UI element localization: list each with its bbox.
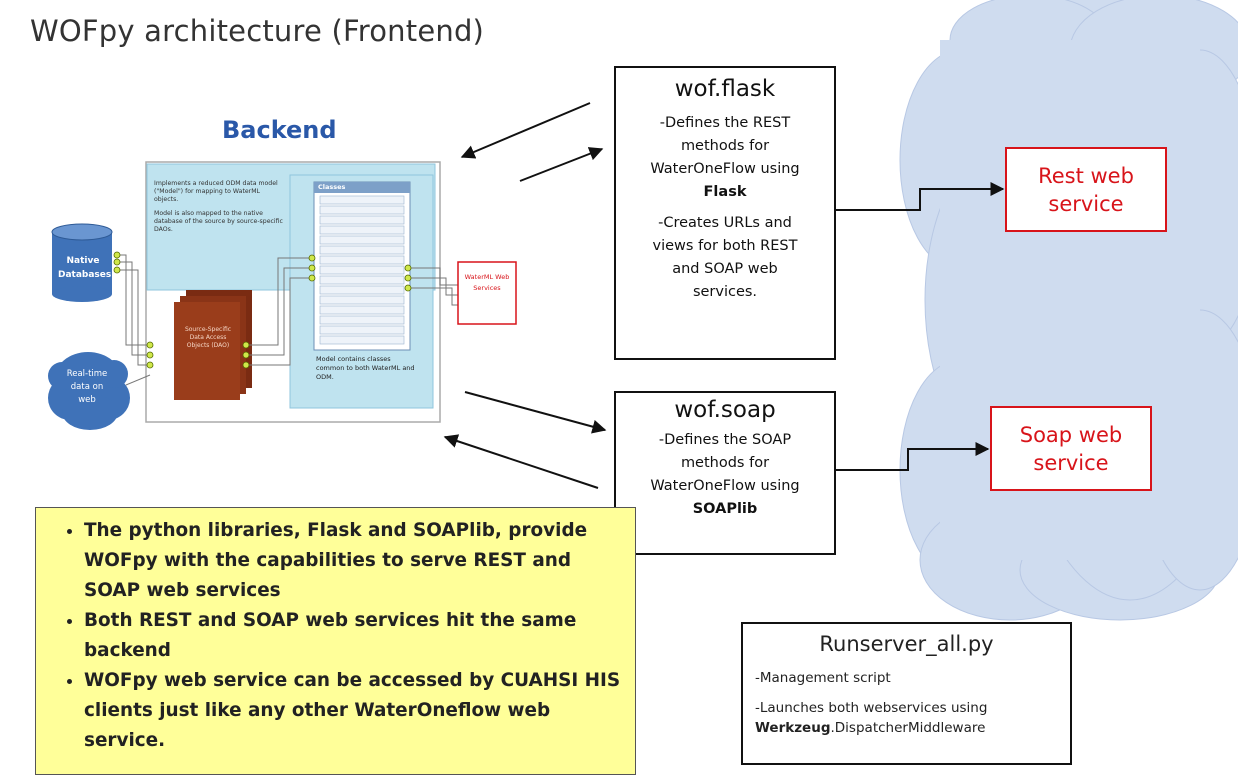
rest-service-line-2: service [1048,191,1124,216]
arrow-soap-to-backend [443,434,599,489]
model-note-2: Model is also mapped to the native datab… [154,210,283,233]
soap-service-line-2: service [1033,450,1109,475]
runserver-box: Runserver_all.py -Management script -Lau… [741,622,1072,765]
dao-label: Source-Specific Data Access Objects (DAO… [184,326,232,349]
notes-box: The python libraries, Flask and SOAPlib,… [35,507,636,775]
note-item: Both REST and SOAP web services hit the … [84,606,625,666]
native-databases-label: Native Databases [58,256,112,280]
model-note-1: Implements a reduced ODM data model ("Mo… [154,180,278,203]
flask-line-1: -Defines the REST [659,115,791,131]
flask-description: -Defines the REST methods for WaterOneFl… [616,112,834,304]
rest-service-line-1: Rest web [1038,163,1134,188]
waterml-label: WaterML Web Services [464,273,510,292]
soap-box: wof.soap -Defines the SOAP methods for W… [614,391,836,555]
runserver-title: Runserver_all.py [819,632,994,656]
soap-line-1: -Defines the SOAP [658,432,792,448]
soap-web-service-box: Soap web service [990,406,1152,491]
arrow-flask-to-backend [460,102,591,159]
flask-line-7: services. [692,284,758,300]
flask-line-3: WaterOneFlow using [650,161,800,177]
soap-line-3: WaterOneFlow using [650,478,800,494]
backend-diagram [48,161,517,430]
backend-label: Backend [222,116,337,144]
notes-list: The python libraries, Flask and SOAPlib,… [56,516,625,756]
slide-title: WOFpy architecture (Frontend) [30,14,485,48]
flask-line-5: views for both REST [652,238,798,254]
runserver-line-1: -Management script [755,670,891,686]
realtime-label: Real-time data on web [66,369,108,405]
soap-line-2: methods for [680,455,770,471]
flask-line-6: and SOAP web [672,261,778,277]
arrow-flask-to-rest [836,182,1005,211]
classes-header: Classes [318,183,346,191]
runserver-line-3: Werkzeug.DispatcherMiddleware [755,718,1070,738]
rest-web-service-box: Rest web service [1005,147,1167,232]
arrow-backend-to-flask [519,147,604,182]
model-notes: Implements a reduced ODM data model ("Mo… [154,180,286,234]
arrow-soap-to-soapws [836,442,990,471]
runserver-line-2: -Launches both webservices using [755,700,988,716]
note-item: WOFpy web service can be accessed by CUA… [84,666,625,756]
flask-title: wof.flask [674,76,776,102]
model-caption: Model contains classes common to both Wa… [316,355,415,381]
flask-line-2: methods for [680,138,770,154]
flask-box: wof.flask -Defines the REST methods for … [614,66,836,360]
dispatcher-label: .DispatcherMiddleware [830,720,986,736]
arrow-backend-to-soap [464,391,607,434]
soap-description: -Defines the SOAP methods for WaterOneFl… [616,429,834,521]
flask-line-4: -Creates URLs and [658,215,792,231]
soap-bold: SOAPlib [692,501,758,517]
note-item: The python libraries, Flask and SOAPlib,… [84,516,625,606]
soap-title: wof.soap [674,397,776,423]
soap-service-line-1: Soap web [1019,422,1123,447]
flask-bold: Flask [703,184,747,200]
werkzeug-label: Werkzeug [755,720,831,736]
